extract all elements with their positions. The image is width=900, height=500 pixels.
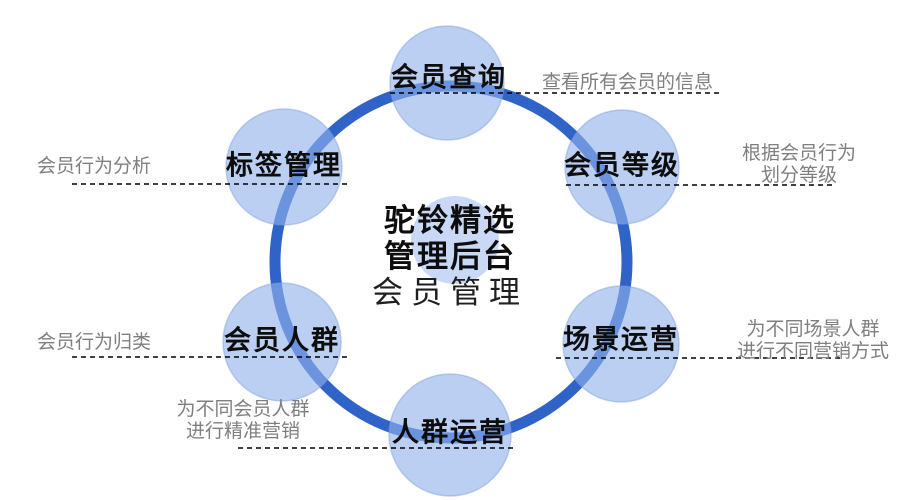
- annotation-line: 查看所有会员的信息: [542, 72, 714, 93]
- center-title-line3: 会员管理: [372, 275, 528, 310]
- annotation-member-level: 根据会员行为 划分等级: [742, 143, 856, 187]
- annotation-line: 进行不同营销方式: [736, 341, 890, 362]
- node-label-member-query: 会员查询: [391, 62, 507, 93]
- node-circle-tag-management: [225, 108, 343, 226]
- annotation-tag-management: 会员行为分析: [37, 156, 151, 178]
- annotation-crowd-operation: 为不同会员人群 进行精准营销: [176, 399, 309, 443]
- node-circle-member-level: [564, 109, 680, 225]
- node-circle-crowd-operation: [388, 373, 512, 497]
- center-title-line2: 管理后台: [384, 239, 516, 274]
- annotation-scene-operation: 为不同场景人群 进行不同营销方式: [737, 319, 889, 363]
- center-circle: [411, 196, 499, 284]
- center-title-line1: 驼铃精选: [384, 203, 516, 238]
- node-circle-member-crowd: [222, 282, 342, 402]
- node-circle-scene-operation: [562, 285, 680, 403]
- node-label-member-crowd: 会员人群: [224, 325, 340, 356]
- annotation-line: 会员行为分析: [37, 156, 152, 177]
- annotation-line: 划分等级: [760, 165, 838, 186]
- node-label-scene-operation: 场景运营: [563, 324, 679, 355]
- node-circle-member-query: [389, 25, 505, 141]
- annotation-line: 为不同场景人群: [746, 319, 880, 340]
- annotation-line: 会员行为归类: [37, 332, 152, 353]
- annotation-line: 根据会员行为: [741, 143, 857, 164]
- node-label-member-level: 会员等级: [564, 150, 680, 181]
- annotation-line: 为不同会员人群: [176, 399, 310, 420]
- annotation-member-query: 查看所有会员的信息: [542, 72, 713, 94]
- node-label-tag-management: 标签管理: [226, 150, 342, 181]
- node-label-crowd-operation: 人群运营: [392, 417, 508, 448]
- center-title: 驼铃精选 管理后台 会员管理: [372, 203, 528, 311]
- annotation-member-crowd: 会员行为归类: [37, 332, 151, 354]
- annotation-line: 进行精准营销: [185, 421, 301, 442]
